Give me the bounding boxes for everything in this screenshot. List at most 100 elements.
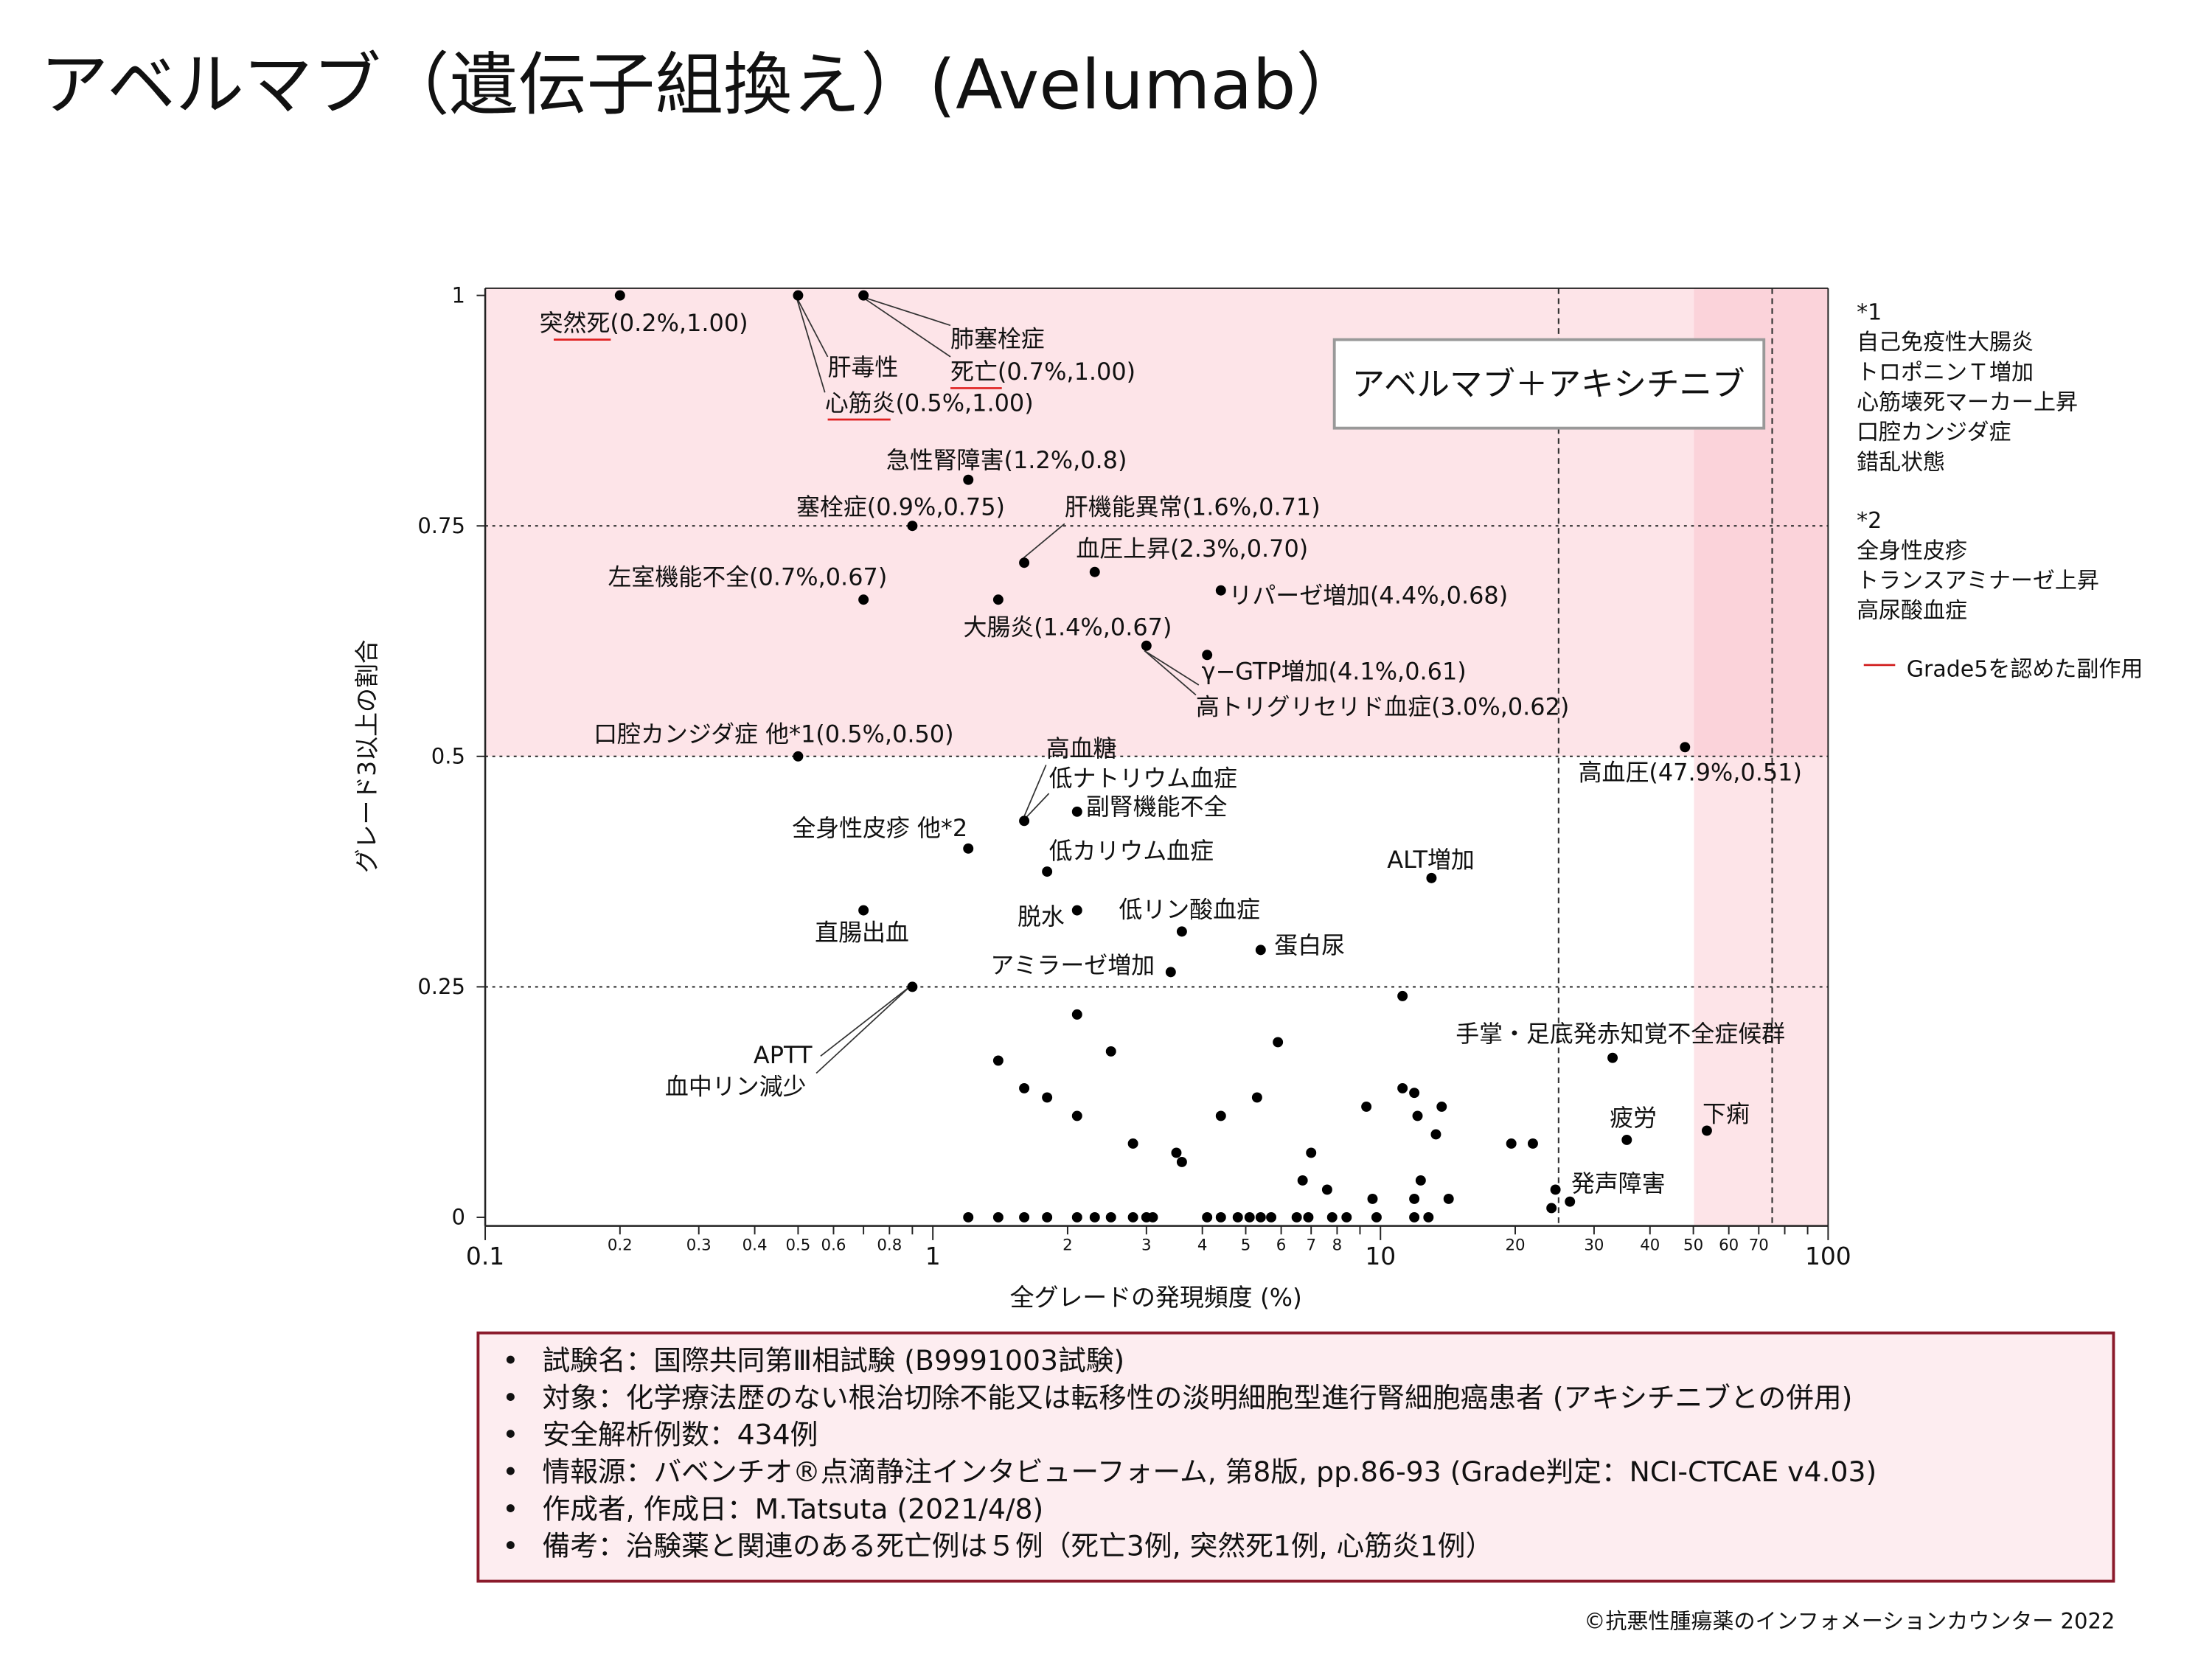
data-point [963,843,974,854]
x-tick-label-minor: 7 [1306,1236,1316,1254]
info-line: 対象：化学療法歴のない根治切除不能又は転移性の淡明細胞型進行腎細胞癌患者 (アキ… [542,1381,1852,1413]
info-box-frame [476,1331,2115,1583]
point-label: 高血糖 [1046,734,1117,762]
info-bullet: • [502,1492,518,1525]
data-point [793,751,804,762]
data-point [1527,1138,1538,1149]
data-point [1165,967,1176,978]
data-point [1409,1212,1420,1222]
data-point [1105,1212,1116,1222]
x-tick-label-minor: 0.2 [608,1236,633,1254]
leader-line [796,296,829,358]
note1-item: 自己免疫性大腸炎 [1857,330,2034,355]
data-point [1202,650,1213,661]
x-tick-label-minor: 40 [1640,1236,1660,1254]
data-point [1607,1052,1618,1063]
info-line: 備考：治験薬と関連のある死亡例は５例（死亡3例, 突然死1例, 心筋炎1例） [542,1530,1493,1562]
point-label: 発声障害 [1571,1169,1666,1197]
data-point [992,1212,1004,1222]
x-tick-label-minor: 5 [1241,1236,1251,1254]
data-point [1397,990,1408,1001]
x-tick-label-minor: 0.8 [877,1236,902,1254]
data-point [1215,1212,1226,1222]
data-point [1105,1046,1116,1057]
x-tick-label-major: 10 [1365,1242,1396,1270]
data-point [1367,1193,1378,1204]
data-point [1171,1147,1182,1158]
point-label: 肺塞栓症 [950,324,1045,352]
data-point [1266,1212,1277,1222]
data-point [1326,1212,1338,1222]
data-point [1412,1110,1423,1121]
note1-item: 口腔カンジダ症 [1857,420,2011,445]
data-point [1397,1082,1408,1093]
data-point [992,594,1004,605]
y-tick-label: 0 [451,1205,465,1230]
data-point [1042,866,1053,877]
data-point [1042,1212,1053,1222]
data-point [1089,1212,1100,1222]
grade5-legend-label: Grade5を認めた副作用 [1907,656,2143,682]
data-point [1297,1175,1308,1186]
data-point [1071,1110,1082,1121]
data-point [1127,1212,1138,1222]
data-point [1019,815,1030,827]
data-point [1341,1212,1352,1222]
y-tick-label: 0.25 [417,974,465,999]
leader-line [820,985,911,1057]
point-label: 蛋白尿 [1274,931,1345,959]
data-point [1251,1092,1262,1103]
data-point [992,1055,1004,1066]
data-point [1436,1101,1447,1112]
chart-regimen-box [1332,338,1766,430]
y-tick-label: 1 [451,282,465,307]
point-label: APTT [754,1041,813,1069]
leader-line [1144,650,1200,686]
data-point [907,981,918,992]
point-label: 突然死(0.2%,1.00) [540,309,748,337]
info-bullet: • [502,1344,518,1377]
note2-item: 全身性皮疹 [1857,538,1967,564]
data-point [1202,1212,1213,1222]
x-tick-label-minor: 4 [1197,1236,1208,1254]
point-label: 肝機能異常(1.6%,0.71) [1065,493,1321,521]
data-point [1303,1212,1314,1222]
x-tick-label-minor: 50 [1683,1236,1703,1254]
data-point [858,594,869,605]
leader-line [1144,650,1197,696]
y-tick-label: 0.75 [417,513,465,538]
data-point [858,905,869,916]
x-axis-label: 全グレードの発現頻度 (%) [1010,1283,1302,1312]
x-tick-label-major: 0.1 [466,1242,504,1270]
data-point [1071,1212,1082,1222]
point-label: 血圧上昇(2.3%,0.70) [1076,535,1308,563]
data-point [1244,1212,1255,1222]
note1-item: 錯乱状態 [1857,450,1945,476]
data-point [1071,806,1082,817]
leader-line [861,296,951,358]
study-info-box: •試験名：国際共同第Ⅲ相試験 (B9991003試験)•対象：化学療法歴のない根… [476,1331,2115,1583]
leader-line [861,296,951,327]
data-point [1019,1212,1030,1222]
x-tick-label-minor: 0.4 [742,1236,768,1254]
data-point [1409,1088,1420,1099]
point-label: 高トリグリセリド血症(3.0%,0.62) [1196,693,1569,721]
data-point [1019,557,1030,568]
data-point [1273,1037,1284,1048]
page-title: アベルマブ（遺伝子組換え）(Avelumab） [40,45,1364,125]
point-label: 脱水 [1018,902,1065,931]
data-point [1215,585,1226,596]
point-label: 高血圧(47.9%,0.51) [1579,759,1802,787]
leader-line [815,985,911,1074]
point-label: ALT増加 [1387,846,1475,874]
leader-line [796,296,826,393]
point-label: 左室機能不全(0.7%,0.67) [608,563,888,591]
note1-item: トロポニンＴ増加 [1857,360,2034,386]
x-tick-label-major: 1 [925,1242,941,1270]
data-point [1443,1193,1454,1204]
data-point [1071,1009,1082,1020]
data-point [1426,872,1437,883]
data-point [793,290,804,301]
x-tick-label-minor: 2 [1062,1236,1073,1254]
